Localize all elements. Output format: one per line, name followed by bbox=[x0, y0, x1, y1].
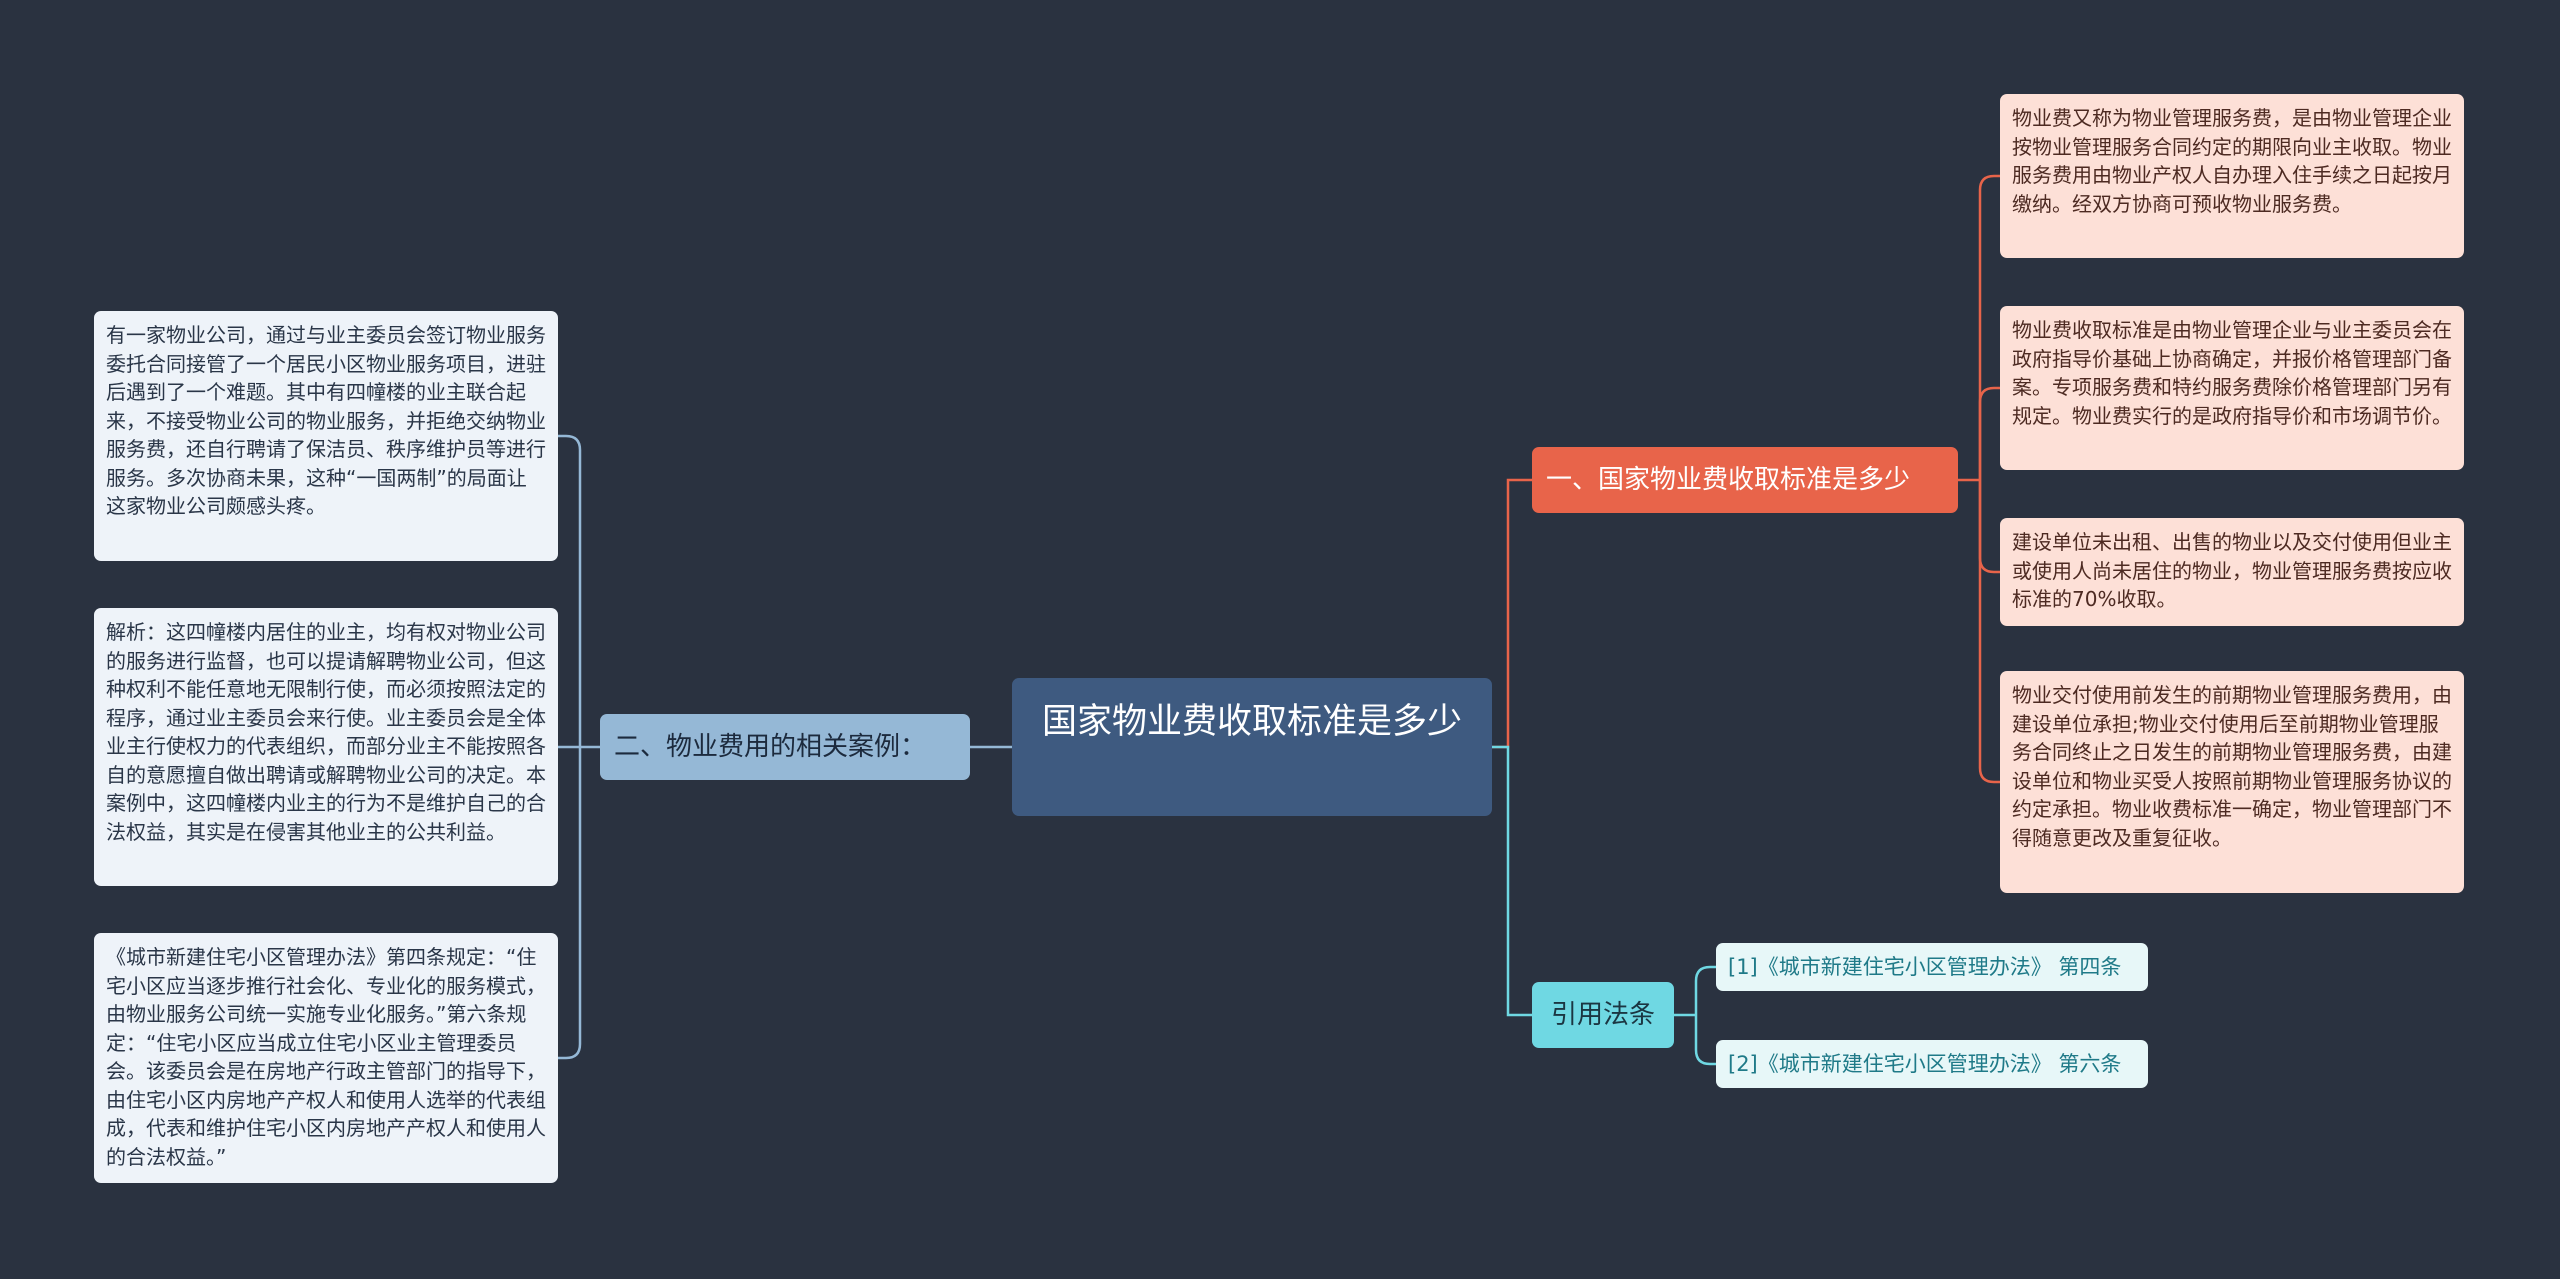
connector-standard-item-3 bbox=[1978, 480, 2000, 574]
branch-citations-label: 引用法条 bbox=[1550, 1000, 1655, 1030]
connector-citations-item-2 bbox=[1694, 1015, 1716, 1066]
case-item-3[interactable]: 《城市新建住宅小区管理办法》第四条规定：“住宅小区应当逐步推行社会化、专业化的服… bbox=[94, 933, 558, 1183]
connector-standard-item-2 bbox=[1978, 386, 2000, 480]
standard-item-1[interactable]: 物业费又称为物业管理服务费，是由物业管理企业按物业管理服务合同约定的期限向业主收… bbox=[2000, 94, 2464, 258]
standard-item-4[interactable]: 物业交付使用前发生的前期物业管理服务费用，由建设单位承担;物业交付使用后至前期物… bbox=[2000, 671, 2464, 893]
connector-cases-item-3 bbox=[558, 747, 582, 1060]
connector-standard-item-4 bbox=[1978, 480, 2000, 784]
standard-item-3-text: 建设单位未出租、出售的物业以及交付使用但业主或使用人尚未居住的物业，物业管理服务… bbox=[2012, 530, 2452, 611]
citation-item-2[interactable]: [2]《城市新建住宅小区管理办法》 第六条 bbox=[1716, 1040, 2148, 1088]
citation-item-1[interactable]: [1]《城市新建住宅小区管理办法》 第四条 bbox=[1716, 943, 2148, 991]
connector-standard-item-1 bbox=[1978, 174, 2000, 480]
citation-item-2-text: [2]《城市新建住宅小区管理办法》 第六条 bbox=[1728, 1052, 2122, 1076]
standard-item-4-text: 物业交付使用前发生的前期物业管理服务费用，由建设单位承担;物业交付使用后至前期物… bbox=[2012, 683, 2452, 850]
standard-item-2-text: 物业费收取标准是由物业管理企业与业主委员会在政府指导价基础上协商确定，并报价格管… bbox=[2012, 318, 2452, 428]
root-topic-label: 国家物业费收取标准是多少 bbox=[1041, 702, 1462, 742]
case-item-1-text: 有一家物业公司，通过与业主委员会签订物业服务委托合同接管了一个居民小区物业服务项… bbox=[106, 323, 546, 518]
standard-item-2[interactable]: 物业费收取标准是由物业管理企业与业主委员会在政府指导价基础上协商确定，并报价格管… bbox=[2000, 306, 2464, 470]
connector-citations-item-1 bbox=[1694, 965, 1716, 1015]
case-item-1[interactable]: 有一家物业公司，通过与业主委员会签订物业服务委托合同接管了一个居民小区物业服务项… bbox=[94, 311, 558, 561]
standard-item-3[interactable]: 建设单位未出租、出售的物业以及交付使用但业主或使用人尚未居住的物业，物业管理服务… bbox=[2000, 518, 2464, 626]
connector-cases-item-1 bbox=[558, 434, 582, 747]
branch-cases[interactable]: 二、物业费用的相关案例： bbox=[600, 714, 970, 780]
branch-standard-label: 一、国家物业费收取标准是多少 bbox=[1546, 465, 1911, 495]
case-item-2[interactable]: 解析：这四幢楼内居住的业主，均有权对物业公司的服务进行监督，也可以提请解聘物业公… bbox=[94, 608, 558, 886]
root-topic[interactable]: 国家物业费收取标准是多少 bbox=[1012, 678, 1492, 816]
case-item-2-text: 解析：这四幢楼内居住的业主，均有权对物业公司的服务进行监督，也可以提请解聘物业公… bbox=[106, 620, 546, 844]
branch-cases-label: 二、物业费用的相关案例： bbox=[614, 732, 927, 762]
connector-root-citations bbox=[1492, 745, 1532, 1017]
branch-citations[interactable]: 引用法条 bbox=[1532, 982, 1674, 1048]
case-item-3-text: 《城市新建住宅小区管理办法》第四条规定：“住宅小区应当逐步推行社会化、专业化的服… bbox=[106, 945, 546, 1169]
connector-root-standard bbox=[1492, 478, 1532, 749]
standard-item-1-text: 物业费又称为物业管理服务费，是由物业管理企业按物业管理服务合同约定的期限向业主收… bbox=[2012, 106, 2452, 216]
branch-standard[interactable]: 一、国家物业费收取标准是多少 bbox=[1532, 447, 1958, 513]
citation-item-1-text: [1]《城市新建住宅小区管理办法》 第四条 bbox=[1728, 955, 2122, 979]
